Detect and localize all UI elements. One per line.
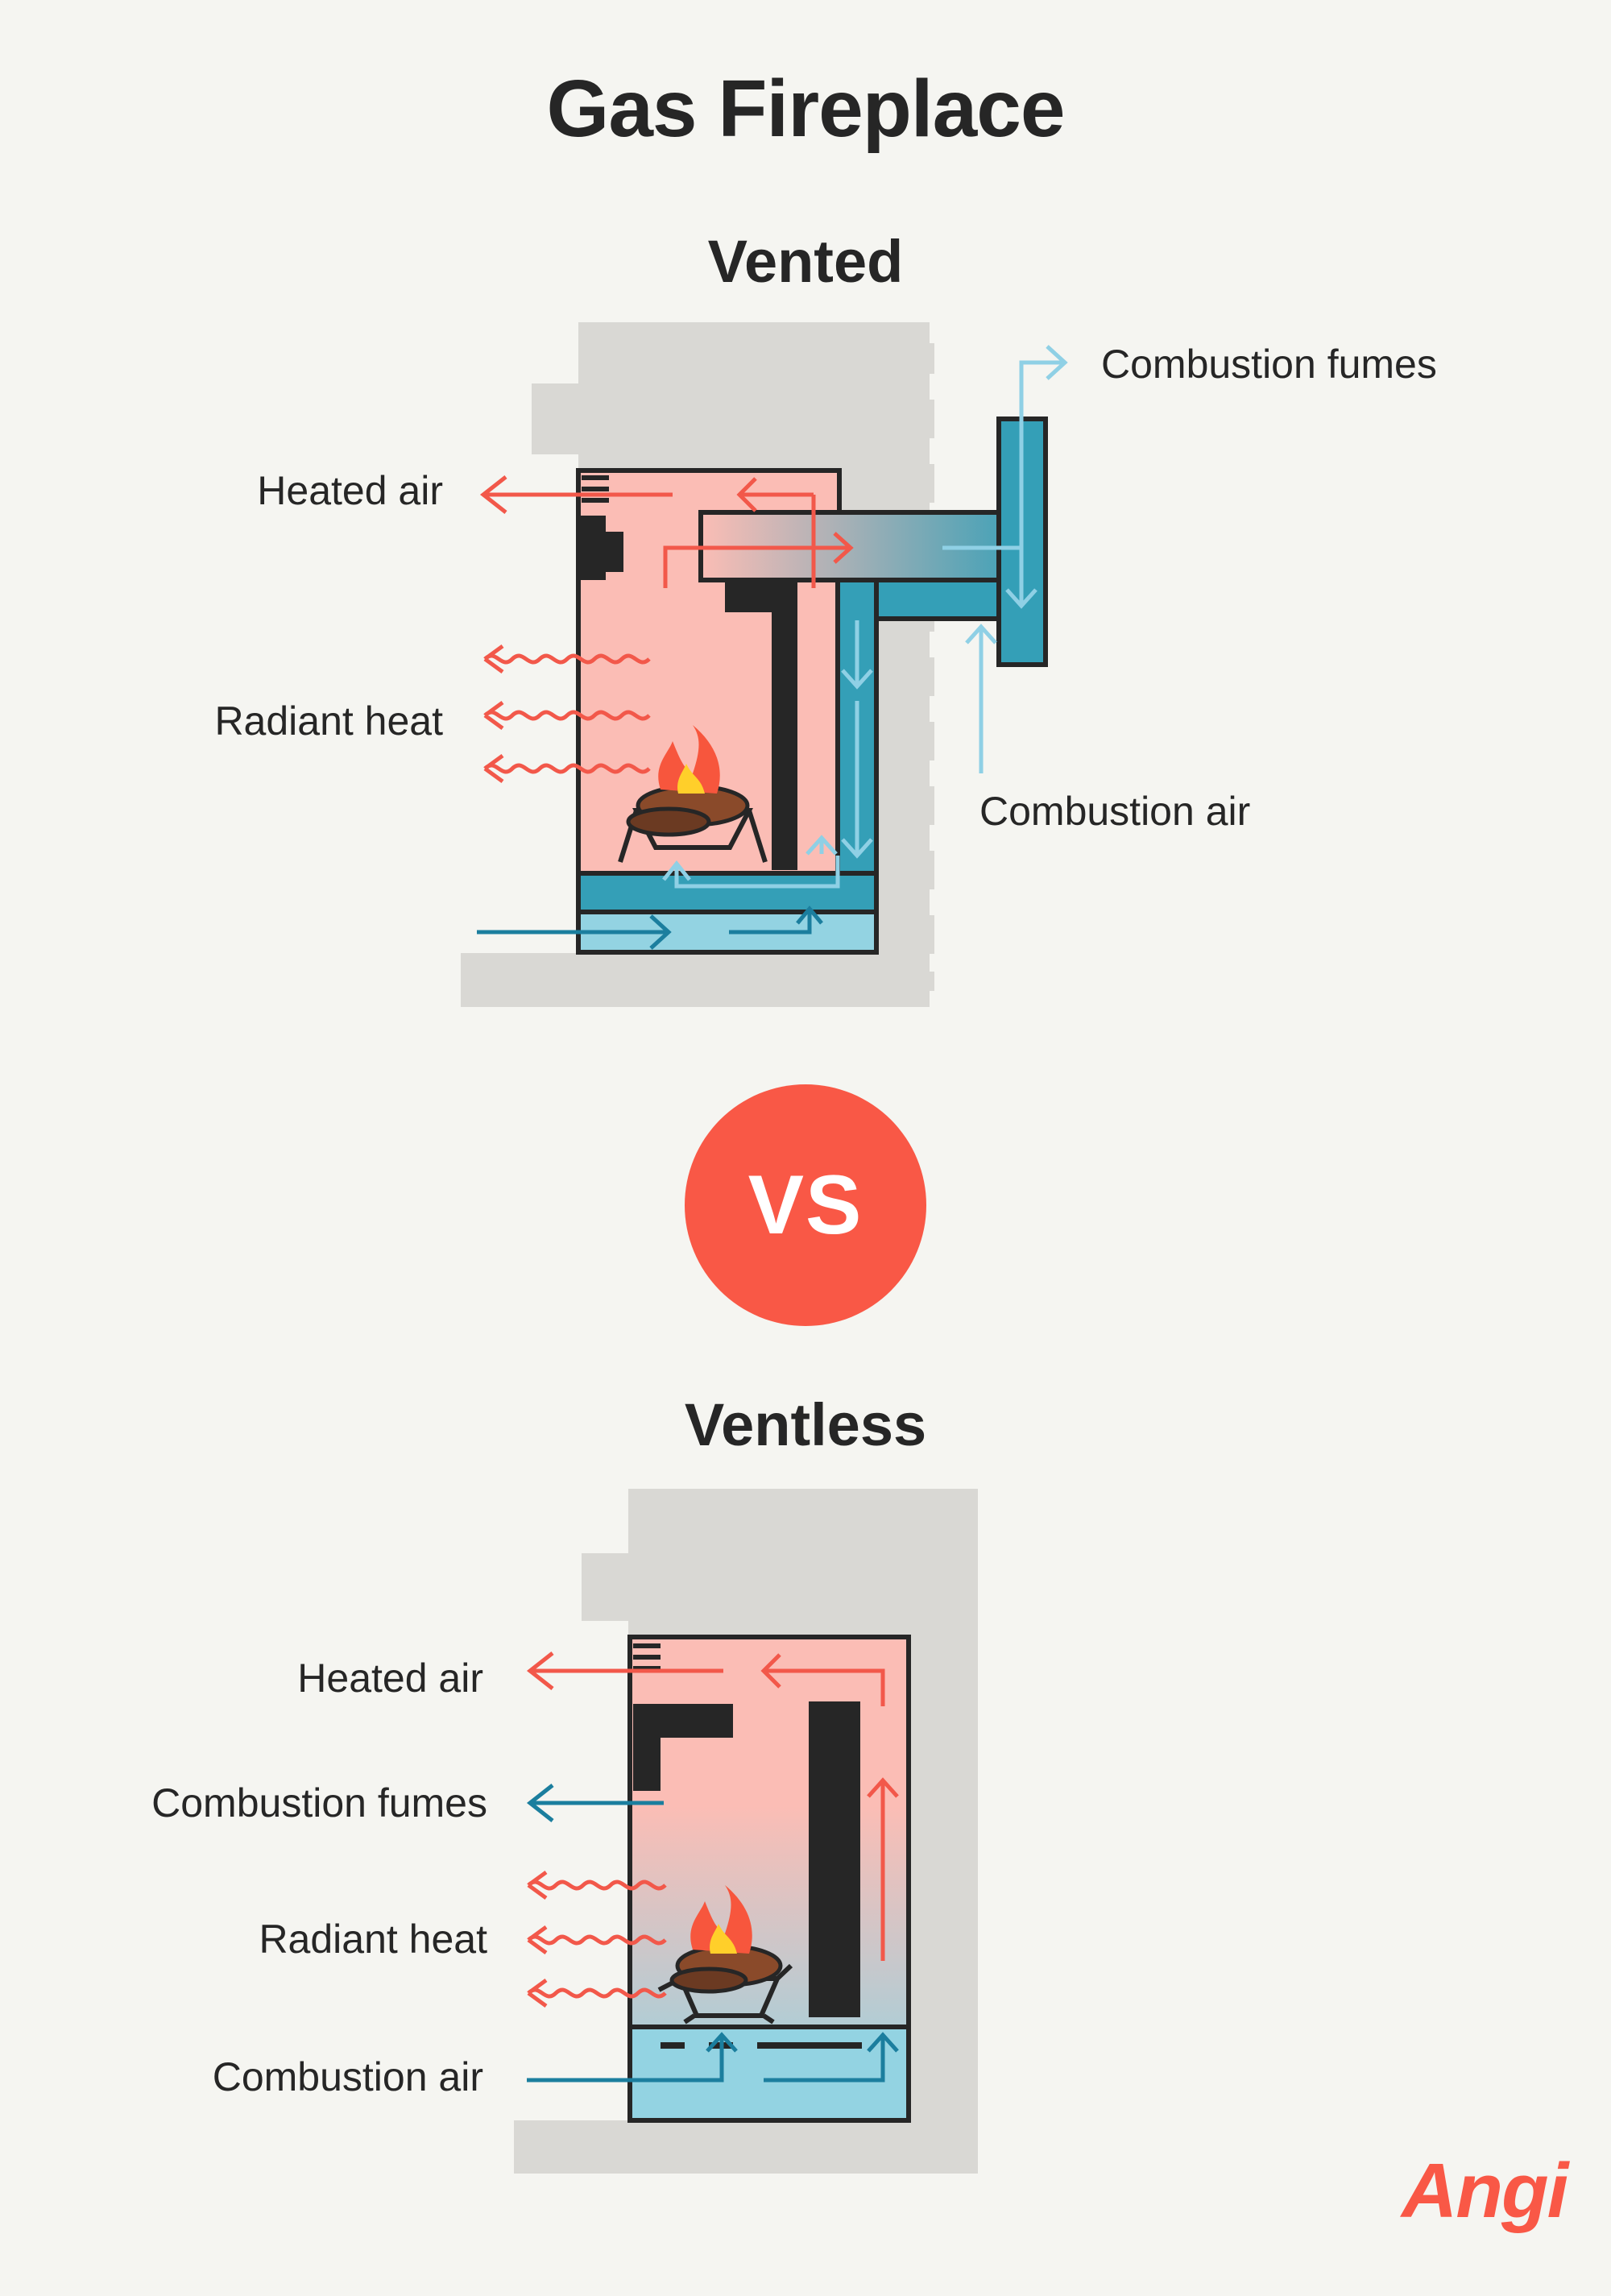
page-title: Gas Fireplace <box>546 64 1066 154</box>
vented-radiant-heat-arrows <box>483 644 651 784</box>
ventless-combustion-air-arrows <box>527 2032 899 2083</box>
vented-label-combustion-air: Combustion air <box>979 789 1251 834</box>
ventless-fumes-arrow <box>526 1784 664 1822</box>
vented-fire-icon <box>618 725 768 863</box>
vented-diagram <box>461 322 1068 1007</box>
ventless-heading: Ventless <box>684 1391 927 1458</box>
vented-heated-air-arrow <box>479 475 854 588</box>
ventless-radiant-heat-arrows <box>527 1870 667 2008</box>
ventless-label-combustion-air: Combustion air <box>212 2054 483 2099</box>
vented-label-combustion-fumes: Combustion fumes <box>1101 342 1437 387</box>
ventless-fire-icon <box>657 1885 793 2025</box>
vented-label-radiant-heat: Radiant heat <box>214 698 443 744</box>
angi-logo: Angi <box>1402 2148 1568 2234</box>
ventless-label-radiant-heat: Radiant heat <box>259 1917 487 1962</box>
vented-fumes-arrows <box>662 345 1068 889</box>
vented-combustion-air-arrows <box>477 906 823 950</box>
vs-badge: VS <box>685 1084 926 1326</box>
vented-heading: Vented <box>707 228 904 295</box>
ventless-label-combustion-fumes: Combustion fumes <box>151 1780 487 1826</box>
ventless-label-heated-air: Heated air <box>297 1656 483 1701</box>
vented-label-heated-air: Heated air <box>257 468 443 513</box>
ventless-base-air <box>627 2025 911 2123</box>
vented-baffles <box>578 475 797 870</box>
ventless-heated-air-arrows <box>526 1652 899 1961</box>
